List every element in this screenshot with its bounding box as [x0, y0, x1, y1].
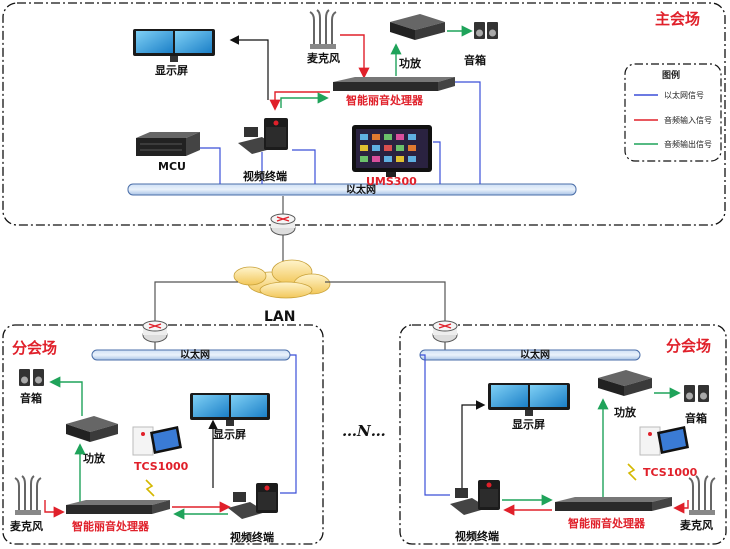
branch-right: 分会场 以太网 显示屏 功放 音箱: [399, 320, 727, 545]
branch-left-microphone-icon: [14, 475, 42, 515]
branch-right-amplifier-icon: [598, 370, 652, 396]
main-audio-processor-icon: [333, 77, 455, 91]
branch-left-title: 分会场: [12, 339, 57, 357]
branch-right-speaker-icon: [684, 385, 709, 402]
branch-left-video-terminal-label: 视频终端: [230, 530, 274, 544]
network-core: LAN: [154, 196, 446, 325]
branch-left-mic-input-link: [44, 500, 65, 518]
main-router-icon: [270, 213, 296, 236]
main-ethernet-bus-label: 以太网: [346, 183, 376, 196]
branch-left-amplifier-label: 功放: [83, 451, 106, 465]
branch-right-display-label: 显示屏: [512, 418, 545, 431]
lan-label: LAN: [264, 309, 295, 325]
main-speaker-icon: [474, 22, 498, 39]
branch-left-router-icon: [142, 320, 168, 343]
legend-ethernet-label: 以太网信号: [664, 90, 704, 100]
branch-right-ethernet-bus-label: 以太网: [520, 348, 550, 361]
main-video-terminal-label: 视频终端: [243, 169, 287, 183]
main-processor-to-terminal-link: [269, 91, 330, 111]
branch-right-tablet-icon: [639, 426, 689, 456]
legend-audio-output-label: 音频输出信号: [664, 139, 712, 149]
more-branches-ellipsis: …N…: [342, 422, 386, 440]
lan-to-right-link: [325, 281, 446, 322]
branch-right-display-screen: [488, 383, 570, 416]
branch-right-speaker-label: 音箱: [685, 411, 707, 425]
branch-right-video-terminal-icon: [450, 480, 500, 515]
branch-left-audio-processor-icon: [66, 500, 170, 514]
branch-left-display-label: 显示屏: [213, 428, 246, 441]
branch-right-audio-processor-label: 智能丽音处理器: [568, 516, 646, 530]
main-ums-monitor-icon: [352, 125, 432, 177]
legend-title: 图例: [662, 69, 680, 81]
legend-audio-input-label: 音频输入信号: [664, 115, 712, 125]
branch-right-amplifier-label: 功放: [614, 405, 637, 419]
branch-right-title: 分会场: [666, 337, 711, 355]
main-mic-input-link: [340, 34, 370, 79]
branch-left-ethernet-bus-label: 以太网: [180, 348, 210, 361]
main-audio-processor-label: 智能丽音处理器: [346, 93, 424, 107]
branch-left-microphone-label: 麦克风: [10, 519, 43, 533]
branch-left-amplifier-icon: [66, 416, 118, 442]
legend-frame: [624, 63, 722, 162]
branch-left-speaker-icon: [19, 369, 44, 386]
branch-left-ethernet-link: [280, 354, 297, 494]
branch-right-video-terminal-label: 视频终端: [455, 529, 499, 543]
main-terminal-to-processor-link: [280, 92, 329, 108]
main-microphone-icon: [309, 9, 337, 49]
branch-left-display-screen: [190, 393, 270, 426]
main-display-screen: [133, 29, 215, 62]
branch-right-wireless-icon: [627, 463, 637, 481]
main-amplifier-icon: [390, 14, 445, 40]
main-mcu-icon: [136, 132, 200, 156]
main-ethernet-links: [197, 81, 481, 184]
branch-right-tablet-label: TCS1000: [643, 466, 698, 479]
branch-left-tablet-label: TCS1000: [134, 460, 189, 473]
branch-left-amp-to-speaker-link: [49, 376, 83, 416]
main-display-arrow: [229, 35, 269, 100]
main-mcu-label: MCU: [158, 160, 186, 173]
main-ethernet-bus: [127, 183, 577, 196]
branch-right-ethernet-link: [420, 354, 450, 496]
branch-right-mic-input-link: [673, 500, 689, 514]
main-site: 主会场 以太网 显示屏 麦克风: [2, 2, 726, 226]
branch-left-tablet-icon: [132, 426, 182, 456]
main-ums-label: UMS300: [366, 175, 417, 188]
branch-left-audio-processor-label: 智能丽音处理器: [72, 519, 150, 533]
main-site-title: 主会场: [655, 10, 700, 28]
main-speaker-label: 音箱: [464, 53, 486, 67]
branch-right-display-arrow: [461, 400, 486, 490]
branch-left-video-terminal-icon: [228, 483, 278, 519]
branch-right-microphone-icon: [688, 475, 716, 515]
branch-right-microphone-label: 麦克风: [680, 518, 713, 532]
main-video-terminal-icon: [238, 118, 288, 154]
main-display-label: 显示屏: [155, 64, 188, 77]
main-microphone-label: 麦克风: [307, 51, 340, 65]
branch-left: 分会场 以太网 音箱 功放 TCS1000: [2, 320, 324, 545]
main-amplifier-label: 功放: [399, 56, 422, 70]
main-site-frame: [2, 2, 726, 226]
branch-left-speaker-label: 音箱: [20, 391, 42, 405]
lan-to-left-link: [154, 281, 238, 322]
branch-right-router-icon: [432, 320, 458, 343]
branch-right-frame: [399, 324, 727, 545]
branch-right-audio-processor-icon: [555, 497, 672, 511]
branch-left-wireless-icon: [145, 479, 155, 497]
legend: 图例 以太网信号 音频输入信号 音频输出信号: [624, 63, 722, 162]
lan-cloud-icon: [233, 259, 331, 299]
